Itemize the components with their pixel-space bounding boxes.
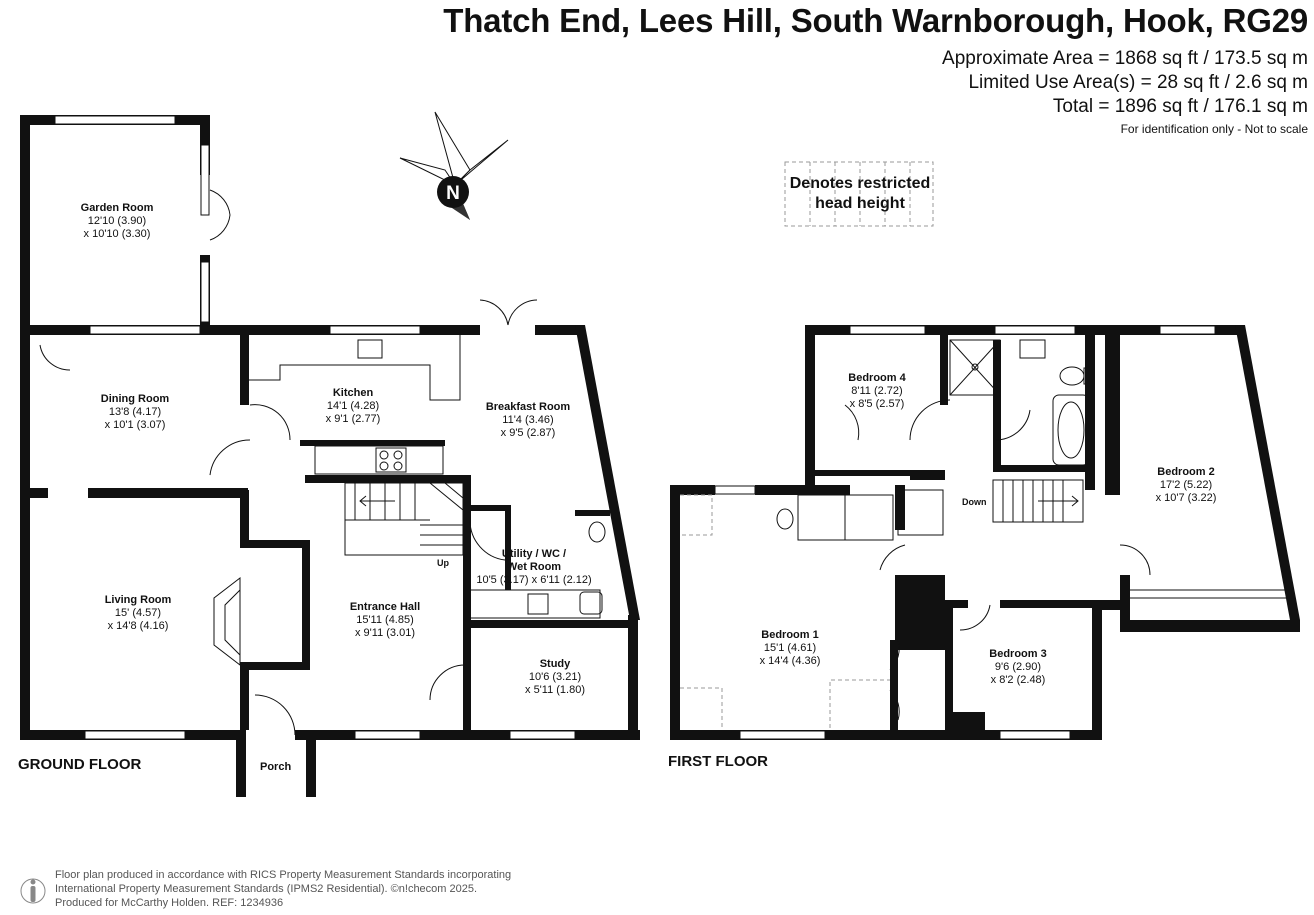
room-dimension: x 10'1 (3.07) bbox=[104, 419, 166, 431]
room-dimension: 11'4 (3.46) bbox=[502, 414, 554, 426]
restricted-height-areas bbox=[680, 161, 934, 728]
room-dimension: 15'1 (4.61) bbox=[763, 642, 817, 654]
room-dimension: 15'11 (4.85) bbox=[356, 614, 414, 626]
restricted-legend-line1: Denotes restricted bbox=[789, 175, 931, 192]
room-bedroom-4: Bedroom 4 8'11 (2.72) x 8'5 (2.57) bbox=[848, 372, 905, 411]
stairs-up-label: Up bbox=[437, 558, 449, 568]
room-garden-room: Garden Room 12'10 (3.90) x 10'10 (3.30) bbox=[81, 202, 154, 241]
first-floor-walls bbox=[670, 325, 1300, 740]
room-dimension: 12'10 (3.90) bbox=[87, 215, 147, 227]
room-utility-wc-wet-room: Utility / WC / Wet Room 10'5 (3.17) x 6'… bbox=[476, 548, 591, 587]
room-dimension: 10'5 (3.17) x 6'11 (2.12) bbox=[476, 574, 592, 586]
room-dimension: 17'2 (5.22) bbox=[1159, 479, 1213, 491]
property-title: Thatch End, Lees Hill, South Warnborough… bbox=[443, 2, 1308, 39]
room-name: Bedroom 2 bbox=[1157, 466, 1215, 478]
room-dimension: x 5'11 (1.80) bbox=[525, 684, 585, 696]
room-dimension: x 8'2 (2.48) bbox=[990, 674, 1046, 686]
room-name: Kitchen bbox=[332, 387, 374, 399]
room-dimension: 14'1 (4.28) bbox=[326, 400, 380, 412]
ipms-person-icon bbox=[20, 878, 46, 904]
room-name: Garden Room bbox=[80, 202, 154, 214]
room-name: Bedroom 1 bbox=[761, 629, 819, 641]
room-dimension: 9'6 (2.90) bbox=[994, 661, 1042, 673]
room-dimension: x 9'11 (3.01) bbox=[355, 627, 415, 639]
room-name: Bedroom 3 bbox=[989, 648, 1047, 660]
room-name: Dining Room bbox=[100, 393, 170, 405]
footer-line: Produced for McCarthy Holden. REF: 12349… bbox=[55, 897, 284, 909]
ground-doors bbox=[39, 189, 538, 736]
room-living-room: Living Room 15' (4.57) x 14'8 (4.16) bbox=[105, 594, 172, 633]
room-name: Entrance Hall bbox=[349, 601, 421, 613]
first-floor-fixtures bbox=[776, 339, 1290, 721]
identification-note: For identification only - Not to scale bbox=[1120, 122, 1308, 136]
room-dimension: 8'11 (2.72) bbox=[851, 385, 903, 397]
kitchen-units bbox=[213, 335, 606, 667]
footer-line: Floor plan produced in accordance with R… bbox=[55, 869, 512, 881]
room-name: Bedroom 4 bbox=[848, 372, 906, 384]
room-dimension: x 9'5 (2.87) bbox=[500, 427, 556, 439]
room-dimension: 15' (4.57) bbox=[114, 607, 162, 619]
room-dimension: x 14'8 (4.16) bbox=[107, 620, 169, 632]
north-compass-icon: N bbox=[399, 111, 509, 220]
room-name: Living Room bbox=[104, 594, 172, 606]
room-bedroom-1: Bedroom 1 15'1 (4.61) x 14'4 (4.36) bbox=[760, 629, 821, 668]
first-windows bbox=[714, 325, 1216, 740]
approximate-area: Approximate Area = 1868 sq ft / 173.5 sq… bbox=[942, 48, 1308, 69]
porch-label: Porch bbox=[260, 761, 292, 773]
footer-notes: Floor plan produced in accordance with R… bbox=[55, 868, 511, 910]
ground-stairs bbox=[344, 482, 464, 556]
restricted-height-legend: Denotes restricted head height bbox=[786, 174, 934, 214]
room-dimension: x 9'1 (2.77) bbox=[325, 413, 381, 425]
limited-use-area: Limited Use Area(s) = 28 sq ft / 2.6 sq … bbox=[968, 72, 1308, 93]
room-name: Breakfast Room bbox=[485, 401, 571, 413]
room-dimension: x 10'7 (3.22) bbox=[1155, 492, 1217, 504]
room-name: Utility / WC / bbox=[501, 548, 567, 560]
restricted-legend-line2: head height bbox=[815, 195, 905, 212]
room-kitchen: Kitchen 14'1 (4.28) x 9'1 (2.77) bbox=[326, 387, 381, 426]
room-name: Study bbox=[539, 658, 571, 670]
ground-windows bbox=[54, 115, 576, 740]
room-dimension: 13'8 (4.17) bbox=[108, 406, 162, 418]
room-bedroom-3: Bedroom 3 9'6 (2.90) x 8'2 (2.48) bbox=[989, 648, 1046, 687]
room-entrance-hall: Entrance Hall 15'11 (4.85) x 9'11 (3.01) bbox=[350, 601, 420, 640]
first-floor-label: FIRST FLOOR bbox=[668, 753, 768, 770]
total-area: Total = 1896 sq ft / 176.1 sq m bbox=[1052, 96, 1308, 117]
room-study: Study 10'6 (3.21) x 5'11 (1.80) bbox=[525, 658, 585, 697]
room-dimension: 10'6 (3.21) bbox=[528, 671, 582, 683]
compass-north-letter: N bbox=[446, 183, 460, 204]
room-dimension: x 8'5 (2.57) bbox=[849, 398, 905, 410]
room-dining-room: Dining Room 13'8 (4.17) x 10'1 (3.07) bbox=[101, 393, 169, 432]
stairs-down-label: Down bbox=[962, 497, 987, 507]
room-name: Wet Room bbox=[506, 561, 562, 573]
ground-floor-label: GROUND FLOOR bbox=[18, 756, 142, 773]
footer-line: International Property Measurement Stand… bbox=[55, 883, 478, 895]
room-breakfast-room: Breakfast Room 11'4 (3.46) x 9'5 (2.87) bbox=[486, 401, 570, 440]
room-dimension: x 10'10 (3.30) bbox=[83, 228, 151, 240]
room-dimension: x 14'4 (4.36) bbox=[759, 655, 821, 667]
room-bedroom-2: Bedroom 2 17'2 (5.22) x 10'7 (3.22) bbox=[1156, 466, 1217, 505]
